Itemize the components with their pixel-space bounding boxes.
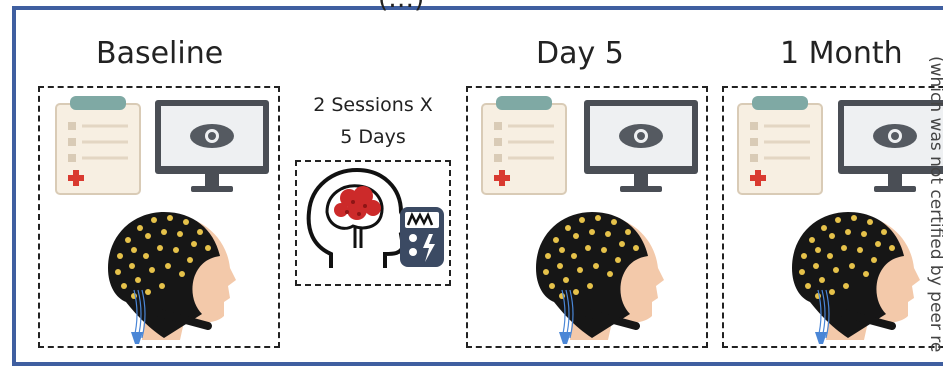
monitor-eye-icon <box>838 100 943 192</box>
sessions-line1: 2 Sessions X <box>313 94 433 116</box>
bottom-margin <box>0 366 943 380</box>
figure-frame <box>12 6 943 366</box>
brain-head-icon <box>306 167 412 268</box>
sessions-line2: 5 Days <box>340 126 406 148</box>
month1-label: 1 Month <box>780 36 903 71</box>
clipboard-icon <box>481 96 567 195</box>
eeg-cap-head-icon <box>108 212 236 344</box>
baseline-panel <box>38 86 280 348</box>
side-watermark-text: (which was not certified by peer re <box>926 56 943 353</box>
stimulation-device-icon <box>400 207 444 267</box>
monitor-eye-icon <box>155 100 269 192</box>
monitor-eye-icon <box>584 100 698 192</box>
eeg-cap-head-icon <box>536 212 664 344</box>
baseline-label: Baseline <box>96 36 224 71</box>
intervention-panel <box>295 160 451 286</box>
day5-panel <box>466 86 708 348</box>
clipboard-icon <box>737 96 823 195</box>
eeg-cap-head-icon <box>792 212 920 344</box>
day5-label: Day 5 <box>536 36 624 71</box>
clipped-title: (…) <box>378 0 538 14</box>
month1-panel <box>722 86 943 348</box>
clipboard-icon <box>55 96 141 195</box>
